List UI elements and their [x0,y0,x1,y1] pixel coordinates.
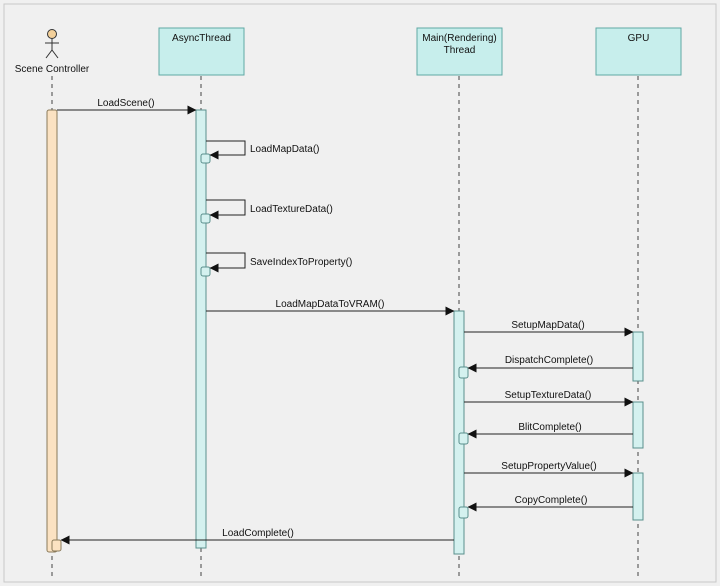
message-label: SaveIndexToProperty() [250,257,352,268]
activation-gpu-2 [632,401,644,449]
message-label: LoadComplete() [222,528,294,539]
message-label: LoadScene() [97,98,154,109]
message-label: BlitComplete() [518,422,581,433]
message-copy-complete: CopyComplete() [467,495,633,512]
message-label: SetupPropertyValue() [501,461,596,472]
self-activation-2 [200,213,211,224]
activation-gpu-1 [632,331,644,382]
message-load-map-data-to-vram: LoadMapDataToVRAM() [206,299,455,316]
message-load-texture-data: LoadTextureData() [206,199,333,220]
activation-scene-controller [46,109,58,553]
message-save-index-to-property: SaveIndexToProperty() [206,252,352,273]
self-activation-1 [200,153,211,164]
actor-head-icon [47,29,57,39]
return-activation-3 [458,506,469,519]
actor-scene-controller: Scene Controller [15,29,90,75]
message-setup-map-data: SetupMapData() [464,320,634,337]
message-setup-texture-data: SetupTextureData() [464,390,634,407]
message-blit-complete: BlitComplete() [467,422,633,439]
return-activation-2 [458,432,469,445]
message-label: LoadTextureData() [250,204,333,215]
participant-main-thread: Main(Rendering) Thread [416,27,503,76]
participant-label-main-line1: Main(Rendering) [422,33,496,44]
message-label: DispatchComplete() [505,355,593,366]
message-label: SetupMapData() [511,320,584,331]
return-activation-1 [458,366,469,379]
message-label: LoadMapData() [250,144,319,155]
self-activation-3 [200,266,211,277]
message-label: LoadMapDataToVRAM() [276,299,385,310]
message-load-complete: LoadComplete() [60,528,454,545]
message-dispatch-complete: DispatchComplete() [467,355,633,373]
message-label: SetupTextureData() [505,390,592,401]
participant-gpu: GPU [595,27,682,76]
return-activation-scene [51,539,62,552]
participant-label-gpu: GPU [628,33,650,44]
diagram-frame [3,3,717,583]
activation-gpu-3 [632,472,644,521]
participant-async-thread: AsyncThread [158,27,245,76]
activation-async-thread [195,109,207,549]
message-setup-property-value: SetupPropertyValue() [464,461,634,478]
participant-label-async: AsyncThread [172,33,231,44]
message-load-scene: LoadScene() [57,98,197,115]
participant-label-main-line2: Thread [444,45,476,56]
message-label: CopyComplete() [515,495,588,506]
participant-label-scene: Scene Controller [15,64,90,75]
message-load-map-data: LoadMapData() [206,140,319,160]
